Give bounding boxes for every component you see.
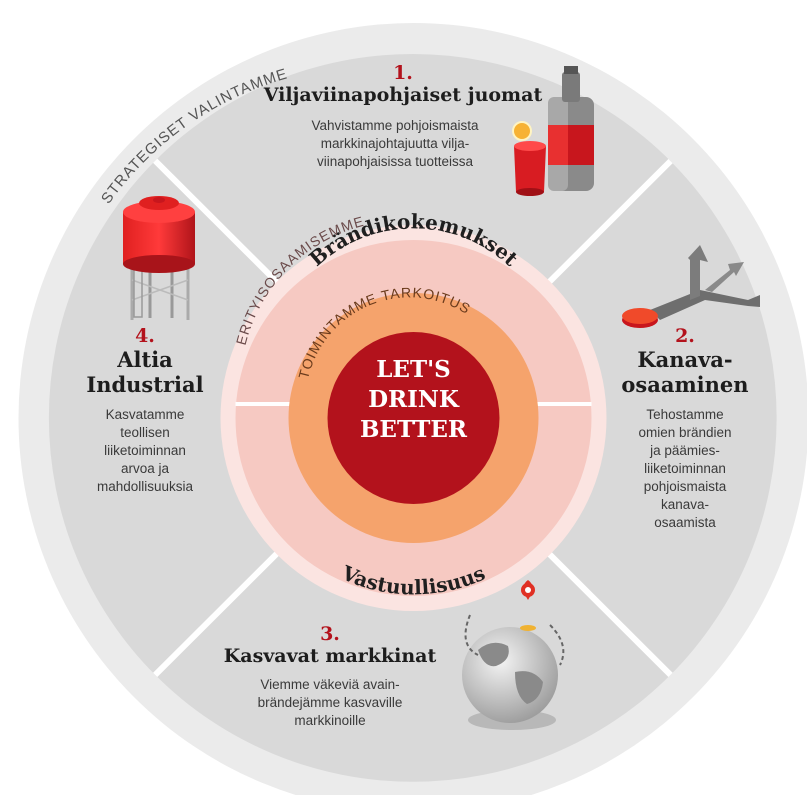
choice-2-number: 2. [620, 325, 750, 347]
choice-1-number: 1. [223, 62, 583, 84]
title-line: osaaminen [620, 372, 750, 397]
core-line: DRINK [368, 386, 460, 413]
choice-2: 2. Kanava- osaaminen [620, 325, 750, 397]
choice-1: 1. Viljaviinapohjaiset juomat [223, 62, 583, 107]
choice-1-title: Viljaviinapohjaiset juomat [223, 84, 583, 107]
description-line: mahdollisuuksia [70, 478, 220, 496]
description-line: liiketoiminnan [620, 460, 750, 478]
description-line: ja päämies- [620, 442, 750, 460]
title-line: Altia [70, 347, 220, 372]
description-line: pohjoismaista [620, 478, 750, 496]
core-line: BETTER [360, 416, 468, 443]
description-line: brändejämme kasvaville [230, 694, 430, 712]
description-line: arvoa ja [70, 460, 220, 478]
description-line: osaamista [620, 514, 750, 532]
description-line: Tehostamme [620, 406, 750, 424]
title-line: Industrial [70, 372, 220, 397]
core-line: LET'S [376, 356, 450, 383]
choice-4: 4. Altia Industrial [70, 325, 220, 397]
description-line: viinapohjaisissa tuotteissa [285, 153, 505, 171]
description-line: Viemme väkeviä avain- [230, 676, 430, 694]
choice-4-title: Altia Industrial [70, 347, 220, 397]
choice-3-description: Viemme väkeviä avain- brändejämme kasvav… [230, 676, 430, 730]
description-line: kanava- [620, 496, 750, 514]
description-line: markkinoille [230, 712, 430, 730]
choice-3-title: Kasvavat markkinat [200, 645, 460, 668]
choice-4-number: 4. [70, 325, 220, 347]
title-line: Kanava- [620, 347, 750, 372]
description-line: markkinajohtajuutta vilja- [285, 135, 505, 153]
choice-1-description: Vahvistamme pohjoismaista markkinajohtaj… [285, 117, 505, 171]
description-line: liiketoiminnan [70, 442, 220, 460]
choice-3: 3. Kasvavat markkinat [200, 623, 460, 668]
description-line: teollisen [70, 424, 220, 442]
choice-2-title: Kanava- osaaminen [620, 347, 750, 397]
description-line: omien brändien [620, 424, 750, 442]
choice-3-number: 3. [200, 623, 460, 645]
description-line: Vahvistamme pohjoismaista [285, 117, 505, 135]
description-line: Kasvatamme [70, 406, 220, 424]
choice-2-description: Tehostamme omien brändien ja päämies- li… [620, 406, 750, 532]
choice-4-description: Kasvatamme teollisen liiketoiminnan arvo… [70, 406, 220, 496]
